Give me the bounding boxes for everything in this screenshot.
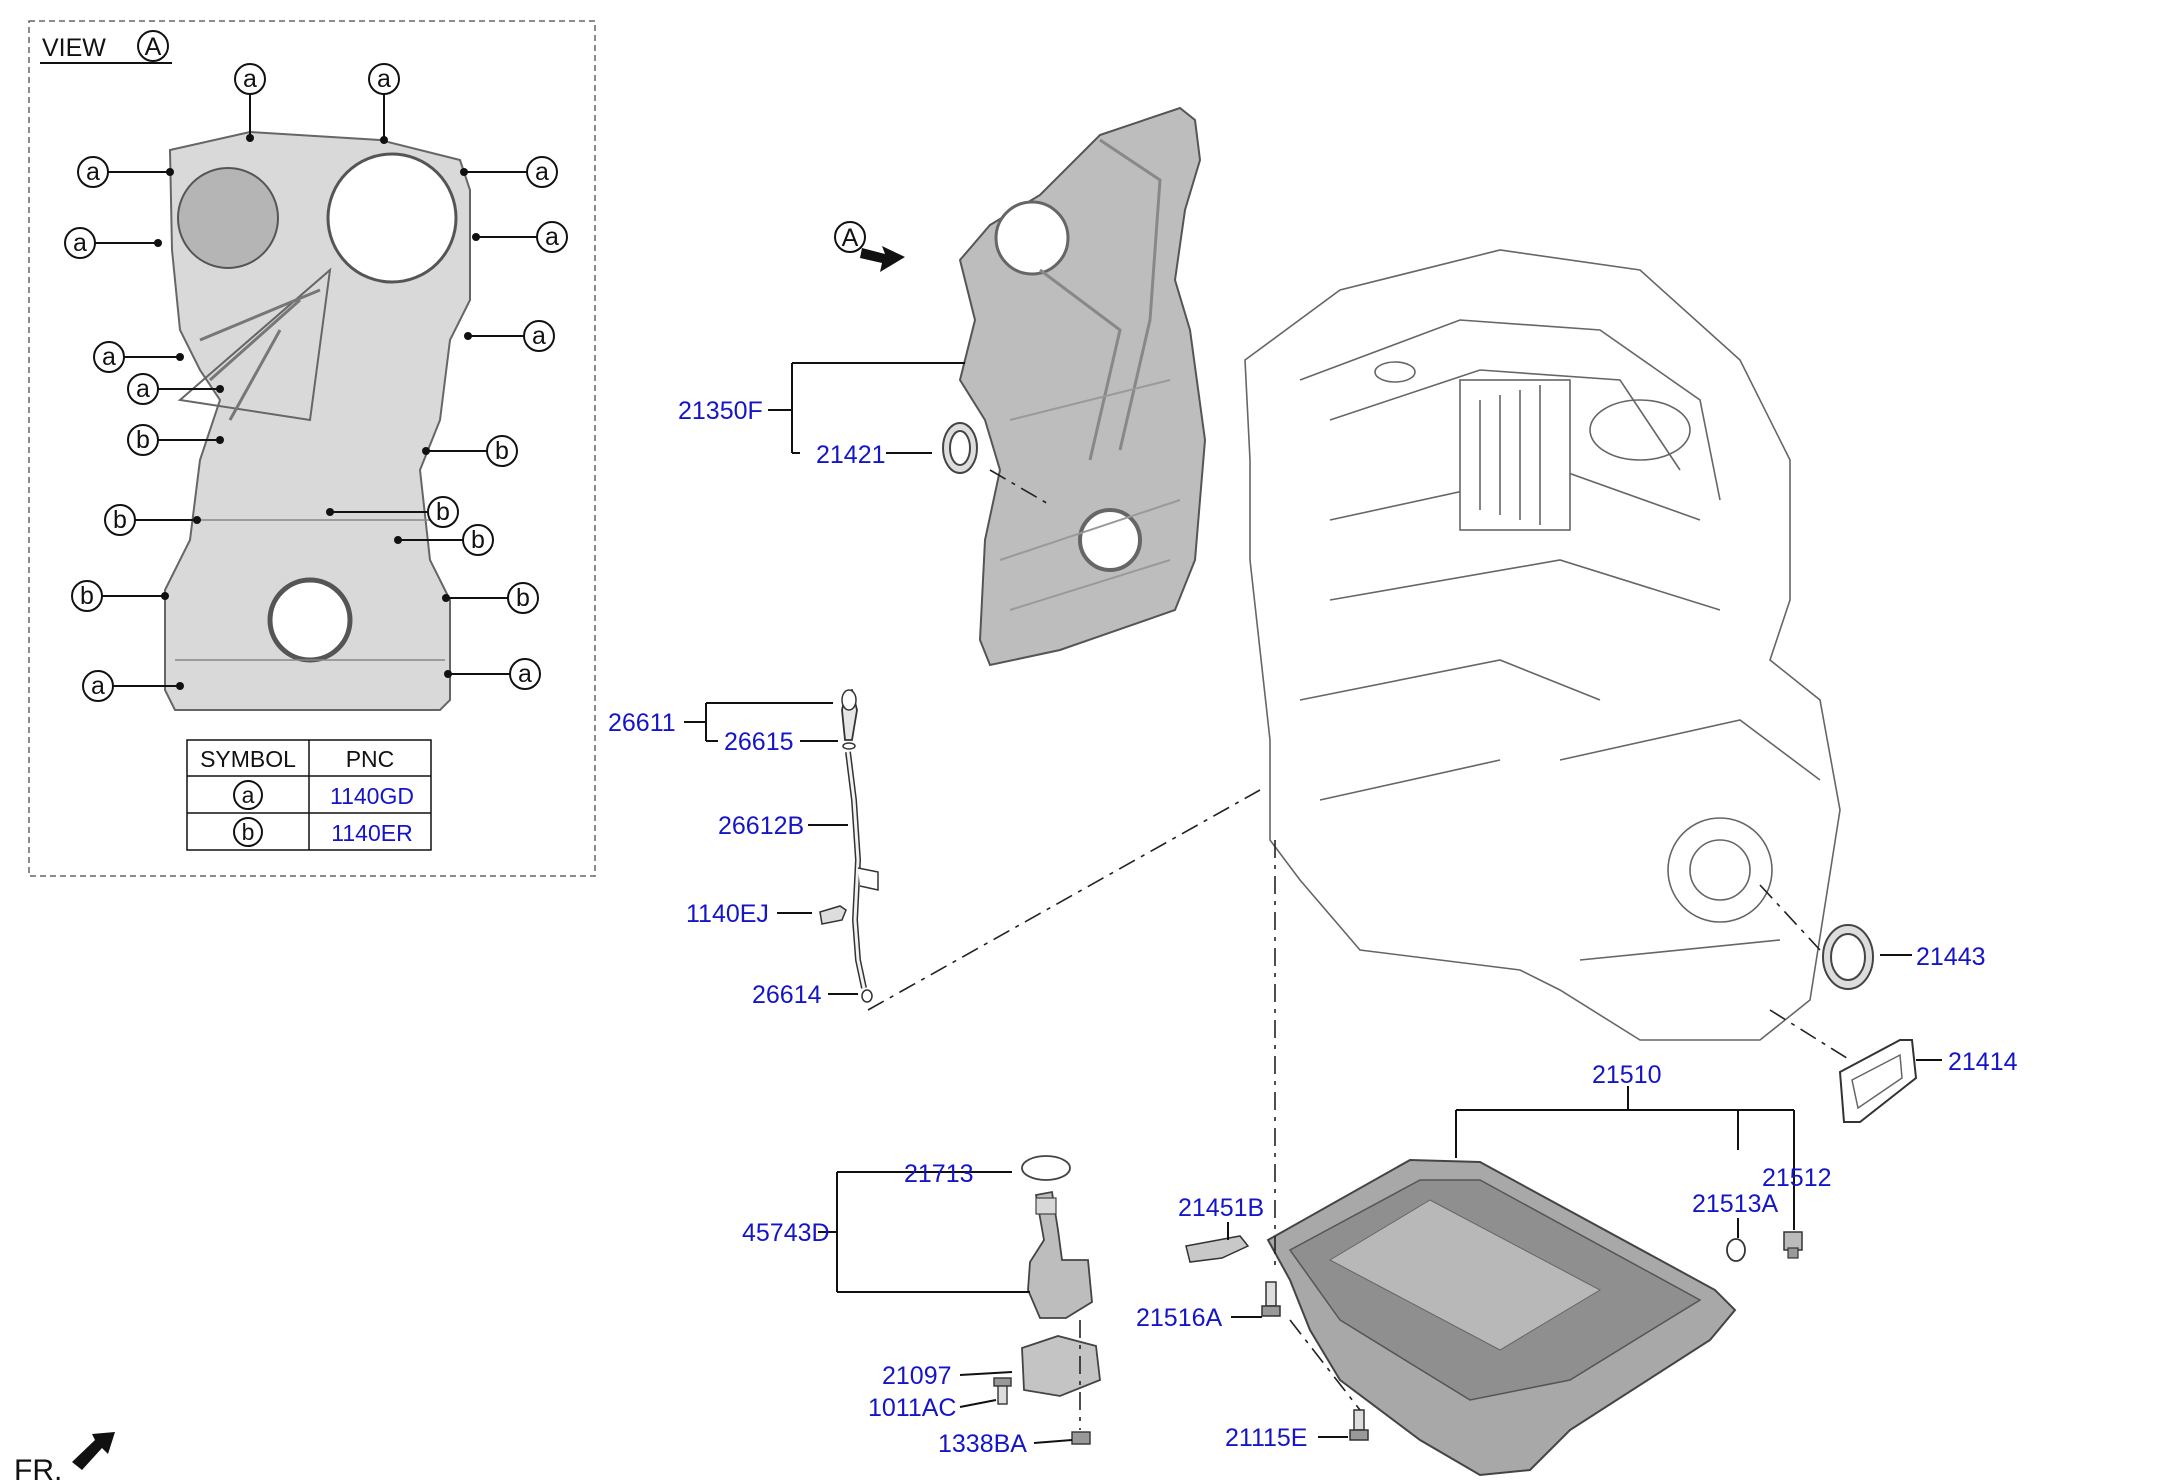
- svg-text:a: a: [518, 660, 532, 688]
- view-a-inset: VIEW A a a a: [28, 20, 596, 877]
- part-label-21451B: 21451B: [1178, 1194, 1264, 1222]
- callout-symbols: a a a a a a a: [64, 63, 568, 702]
- sensor-bolt: [993, 1377, 1012, 1405]
- symbol-a-callout: a: [460, 156, 558, 188]
- svg-text:a: a: [532, 322, 546, 350]
- part-label-21414: 21414: [1948, 1048, 2018, 1076]
- oil-pan: [1266, 1158, 1737, 1477]
- view-title: VIEW: [42, 34, 106, 62]
- part-label-1011AC: 1011AC: [868, 1394, 957, 1422]
- part-label-21443: 21443: [1916, 943, 1986, 971]
- symbol-b-callout: b: [104, 504, 201, 536]
- part-label-21510: 21510: [1592, 1061, 1662, 1089]
- part-label-26611: 26611: [608, 709, 676, 737]
- part-label-26614: 26614: [752, 981, 822, 1009]
- svg-text:b: b: [113, 506, 127, 534]
- symbol-b-callout: b: [71, 580, 169, 612]
- table-row-pnc: 1140GD: [330, 783, 414, 809]
- view-marker-letter: A: [145, 33, 162, 61]
- part-label-21713: 21713: [904, 1160, 974, 1188]
- oil-level-sensor: [1021, 1155, 1093, 1319]
- part-label-21115E: 21115E: [1225, 1424, 1307, 1452]
- svg-text:b: b: [436, 498, 450, 526]
- symbol-b-callout: b: [326, 496, 459, 528]
- symbol-a-callout: a: [93, 341, 184, 373]
- symbol-b-callout: b: [442, 582, 539, 614]
- alignment-lines: [867, 469, 1851, 1430]
- front-crank-seal: [942, 422, 978, 474]
- svg-text:b: b: [136, 426, 150, 454]
- symbol-a-callout: a: [64, 227, 162, 259]
- table-header-symbol: SYMBOL: [200, 746, 296, 772]
- part-label-1338BA: 1338BA: [938, 1430, 1027, 1458]
- part-label-21350F: 21350F: [678, 397, 763, 425]
- view-marker-circle: [137, 30, 169, 62]
- symbol-a-callout: a: [472, 221, 568, 253]
- svg-text:a: a: [73, 229, 87, 257]
- svg-text:A: A: [842, 224, 859, 252]
- part-label-1140EJ: 1140EJ: [686, 900, 769, 928]
- symbol-b-callout: b: [394, 524, 494, 556]
- svg-text:a: a: [102, 343, 116, 371]
- svg-text:a: a: [136, 375, 150, 403]
- oil-pan-gasket-strip: [1185, 1235, 1250, 1263]
- front-marker: FR.: [14, 1432, 115, 1484]
- svg-text:a: a: [545, 223, 559, 251]
- part-label-45743D: 45743D: [742, 1219, 830, 1247]
- part-label-21097: 21097: [882, 1362, 952, 1390]
- table-header-pnc: PNC: [346, 746, 395, 772]
- part-label-26612B: 26612B: [718, 812, 804, 840]
- symbol-b-callout: b: [127, 424, 224, 456]
- symbol-pnc-table: SYMBOL PNC a 1140GD b 1140ER: [186, 739, 432, 851]
- svg-text:a: a: [377, 65, 391, 93]
- oil-dipstick: [819, 688, 879, 1003]
- timing-cover: [958, 106, 1207, 667]
- oil-pan-bolt: [1261, 1281, 1281, 1317]
- table-row-symbol: b: [242, 819, 255, 845]
- part-labels: 21350F 21421 26611 26615 26612B 1140EJ 2…: [608, 397, 2018, 1458]
- svg-text:b: b: [80, 582, 94, 610]
- table-row-pnc: 1140ER: [331, 820, 412, 846]
- oil-level-sensor-bracket: [1021, 1335, 1101, 1397]
- symbol-a-callout: a: [444, 658, 541, 690]
- drain-plug-washer: [1726, 1238, 1746, 1262]
- symbol-a-callout: a: [82, 670, 184, 702]
- part-label-26615: 26615: [724, 728, 794, 756]
- svg-text:b: b: [516, 584, 530, 612]
- view-a-arrow: A: [834, 221, 905, 272]
- svg-text:b: b: [495, 437, 509, 465]
- symbol-a-callout: a: [127, 373, 224, 405]
- part-label-21512: 21512: [1762, 1164, 1832, 1192]
- table-row-symbol: a: [242, 782, 255, 808]
- sensor-nut: [1071, 1431, 1091, 1445]
- engine-block: [1244, 249, 1841, 1041]
- symbol-a-callout: a: [368, 63, 400, 144]
- symbol-b-callout: b: [422, 435, 518, 467]
- svg-text:a: a: [86, 158, 100, 186]
- part-label-21516A: 21516A: [1136, 1304, 1223, 1332]
- svg-text:b: b: [471, 526, 485, 554]
- rear-crank-seal: [1822, 924, 1874, 990]
- oil-pan-bolt: [1349, 1409, 1369, 1441]
- front-marker-text: FR.: [14, 1454, 62, 1484]
- symbol-a-callout: a: [234, 63, 266, 142]
- cover-plate: [1838, 1039, 1918, 1123]
- symbol-a-callout: a: [77, 156, 174, 188]
- part-label-21513A: 21513A: [1692, 1190, 1779, 1218]
- svg-text:a: a: [91, 672, 105, 700]
- svg-text:a: a: [243, 65, 257, 93]
- svg-text:a: a: [535, 158, 549, 186]
- part-label-21421: 21421: [816, 441, 886, 469]
- leader-lines: [684, 362, 1942, 1444]
- symbol-a-callout: a: [464, 320, 555, 352]
- drain-plug: [1783, 1231, 1803, 1259]
